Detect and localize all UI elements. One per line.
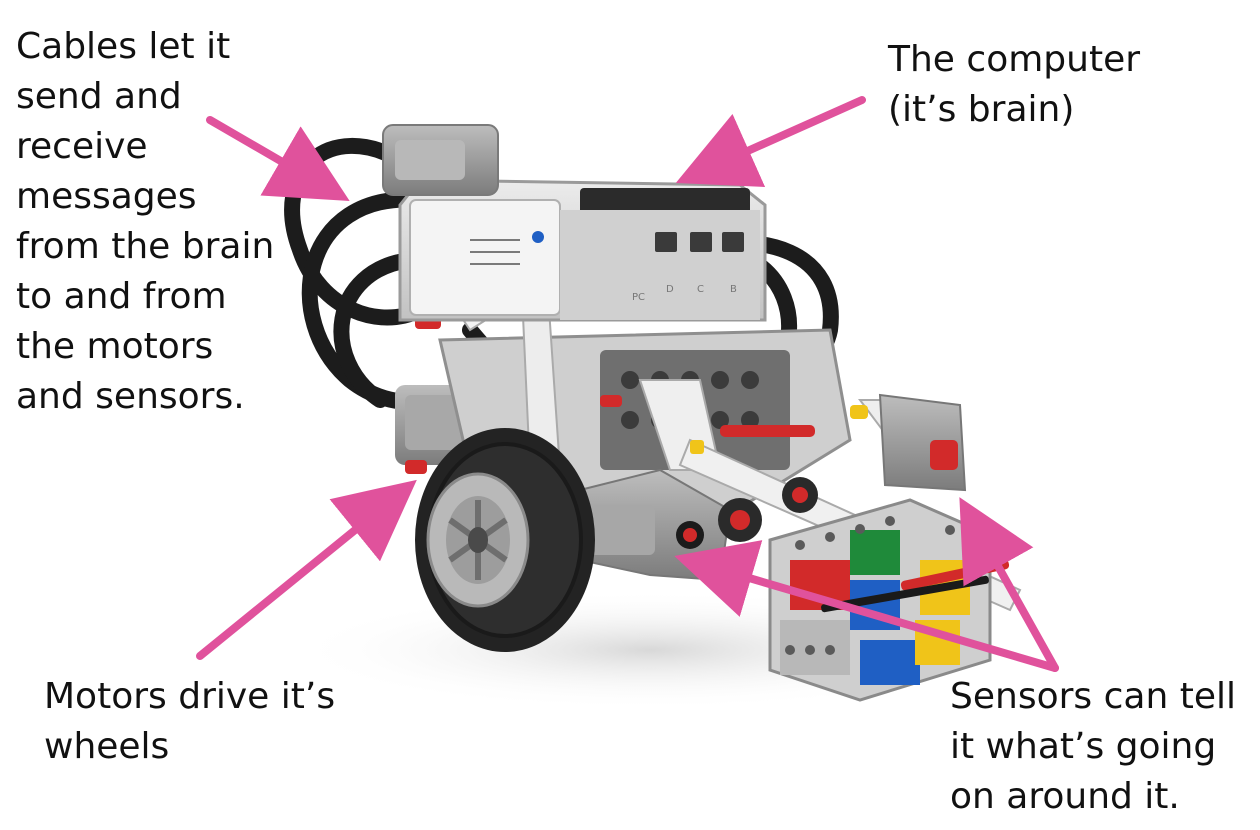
annotation-arrows [196,96,1059,672]
computer-label: The computer (it’s brain) [888,35,1140,135]
computer-label-line: The computer [888,39,1141,80]
robot-image: PC D C B [284,124,1022,710]
colorful-cage [768,498,1010,702]
cables-label-line: to and from [16,276,227,317]
cables-label-line: and sensors. [16,376,245,417]
arrow-sensor-touch [959,497,1059,672]
cables-label-line: from the brain [16,226,275,267]
cables-label-line: the motors [16,326,214,367]
svg-text:PC: PC [632,292,645,303]
sensors-label-line: Sensors can tell [950,676,1236,717]
computer-label-line: (it’s brain) [888,89,1075,130]
sensors-label-line: on around it. [950,776,1180,817]
svg-text:B: B [730,284,737,295]
svg-text:C: C [697,284,704,295]
touch-sensor [878,393,967,492]
sensors-label: Sensors can tell it what’s going on arou… [950,672,1236,822]
arrow-computer [675,96,866,187]
motors-label: Motors drive it’s wheels [44,672,335,772]
svg-text:D: D [666,284,674,295]
cables-label: Cables let it send and receive messages … [16,22,274,422]
arrow-cables [206,116,350,202]
arrow-sensor-color [674,540,1059,672]
cables-label-line: receive [16,126,148,167]
cables-label-line: Cables let it [16,26,231,67]
cables-label-line: messages [16,176,197,217]
motors-label-line: wheels [44,726,170,767]
sensors-label-line: it what’s going [950,726,1217,767]
arrow-motors [196,479,417,660]
ev3-brick: PC D C B [398,178,767,322]
brick-ports [655,232,744,252]
motors-label-line: Motors drive it’s [44,676,336,717]
left-wheel [415,428,595,652]
top-sensor [382,124,499,196]
cables-label-line: send and [16,76,182,117]
